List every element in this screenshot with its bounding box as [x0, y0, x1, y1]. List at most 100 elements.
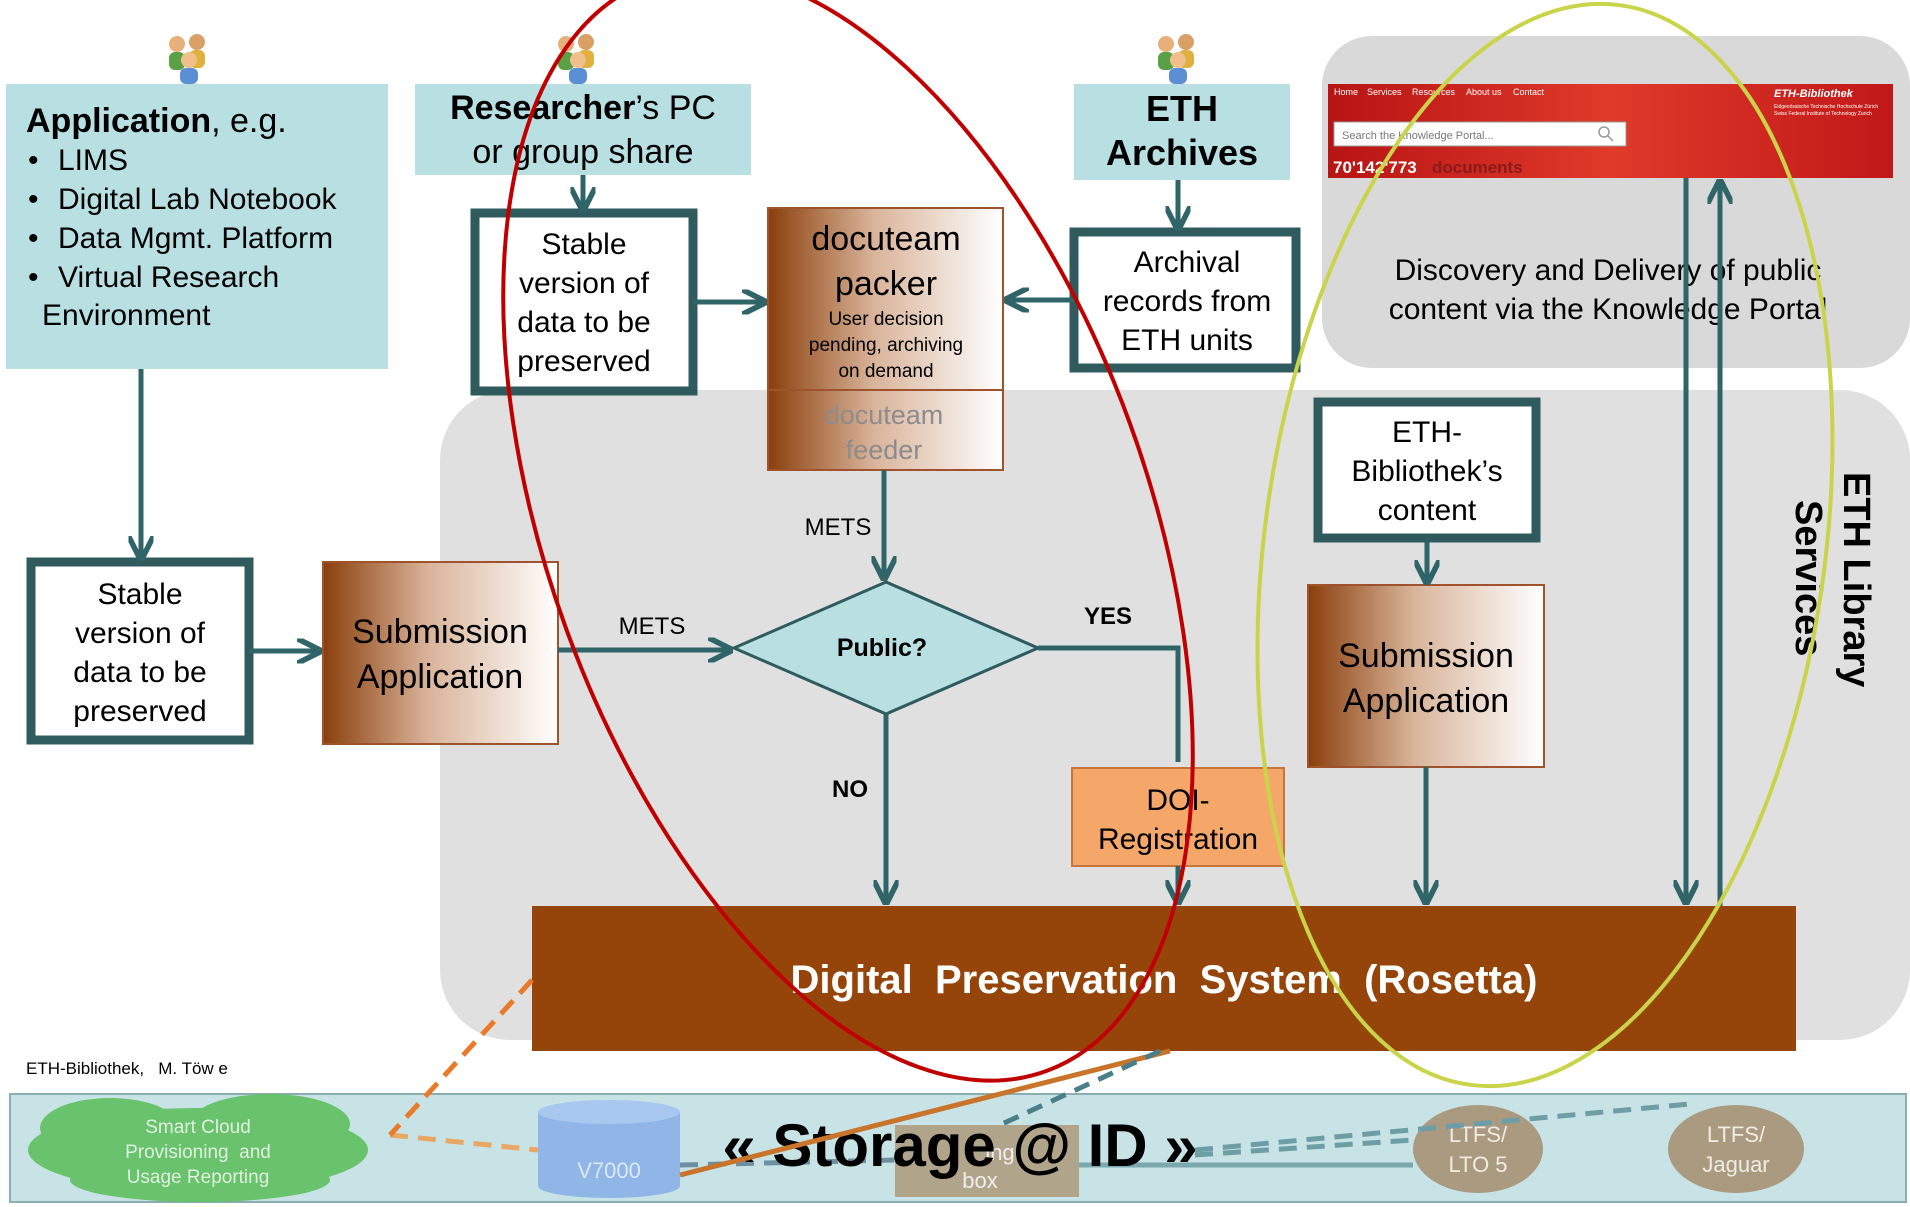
svg-text:data to be: data to be	[517, 306, 650, 339]
yes-label: YES	[1084, 603, 1132, 630]
submission-application-right: Submission Application	[1307, 584, 1545, 768]
svg-text:Archival: Archival	[1134, 246, 1241, 279]
application-box: Application, e.g. •LIMS •Digital Lab Not…	[6, 84, 388, 369]
svg-text:DOI-: DOI-	[1146, 784, 1209, 817]
svg-text:User decision: User decision	[828, 309, 943, 330]
docuteam-packer-box: docuteam packer User decision pending, a…	[767, 207, 1004, 471]
svg-text:Stable: Stable	[97, 578, 182, 611]
storage-strip: Smart Cloud Provisioning and Usage Repor…	[9, 1093, 1907, 1203]
doi-registration-box: DOI- Registration	[1071, 767, 1285, 867]
svg-text:ETH-Bibliothek: ETH-Bibliothek	[1774, 88, 1854, 100]
digital-preservation-system: Digital Preservation System (Rosetta)	[532, 906, 1796, 1051]
svg-text:Provisioning and: Provisioning and	[125, 1142, 271, 1163]
jaguar-icon: LTFS/ Jaguar	[1668, 1105, 1804, 1193]
svg-text:Data Mgmt. Platform: Data Mgmt. Platform	[58, 222, 333, 255]
svg-text:records from: records from	[1103, 285, 1271, 318]
svg-text:•: •	[28, 261, 39, 294]
flow-arrows	[141, 175, 1720, 906]
stable-version-left-box: Stable version of data to be preserved	[26, 557, 254, 745]
yellow-highlight-ellipse	[1255, 1, 1835, 1089]
svg-text:Public?: Public?	[837, 634, 927, 662]
svg-text:docuteam: docuteam	[811, 220, 960, 258]
services-panel	[440, 390, 1910, 1040]
eth-archives-box: ETH Archives	[1074, 84, 1290, 180]
svg-text:•: •	[28, 183, 39, 216]
svg-text:box: box	[962, 1168, 997, 1193]
svg-text:LTO 5: LTO 5	[1448, 1152, 1507, 1177]
svg-text:Virtual Research: Virtual Research	[58, 261, 279, 294]
staging-box-icon: ing box	[895, 1125, 1079, 1197]
svg-text:Resources: Resources	[1412, 87, 1456, 97]
svg-text:pending, archiving: pending, archiving	[809, 335, 963, 356]
red-highlight-ellipse	[501, 0, 1195, 1083]
svg-text:data to be: data to be	[73, 656, 206, 689]
dps-to-storage-link	[679, 1048, 1171, 1178]
svg-text:Swiss Federal Institute of Tec: Swiss Federal Institute of Technology Zu…	[1774, 111, 1872, 117]
svg-text:Researcher’s PC: Researcher’s PC	[450, 89, 716, 127]
svg-text:ETH units: ETH units	[1121, 324, 1253, 357]
svg-text:Application: Application	[357, 658, 523, 696]
researcher-box: Researcher’s PC or group share	[415, 84, 751, 175]
archival-records-box: Archival records from ETH units	[1069, 227, 1301, 373]
svg-text:content: content	[1378, 494, 1477, 527]
svg-text:Stable: Stable	[541, 228, 626, 261]
knowledge-portal-banner: Home Services Resources About us Contact…	[1328, 84, 1893, 178]
svg-text:70'142'773: 70'142'773	[1333, 158, 1417, 177]
mets-label-top: METS	[805, 514, 872, 541]
svg-text:Digital Lab Notebook: Digital Lab Notebook	[58, 183, 338, 216]
users-icon	[558, 34, 594, 84]
users-icon	[1158, 34, 1194, 84]
svg-text:•: •	[28, 222, 39, 255]
footer-credit: ETH-Bibliothek, M. Töw e	[26, 1059, 228, 1078]
svg-text:ing: ing	[985, 1140, 1014, 1165]
svg-text:Home: Home	[1334, 87, 1358, 97]
library-content-box: ETH- Bibliothek’s content	[1313, 397, 1541, 543]
svg-text:Digital Preservation System: Digital Preservation System (Rosetta)	[791, 958, 1538, 1002]
svg-text:preserved: preserved	[73, 695, 206, 728]
mets-label-left: METS	[619, 613, 686, 640]
svg-text:Bibliothek’s: Bibliothek’s	[1351, 455, 1502, 488]
svg-text:feeder: feeder	[846, 435, 923, 465]
svg-text:Application, e.g.: Application, e.g.	[26, 102, 287, 140]
users-icon	[169, 34, 205, 84]
dps-to-staging-link	[998, 1048, 1162, 1128]
discovery-text-line1: Discovery and Delivery of public	[1395, 254, 1822, 287]
svg-text:•: •	[28, 144, 39, 177]
svg-text:Application: Application	[1343, 682, 1509, 720]
svg-text:docuteam: docuteam	[825, 400, 944, 430]
svg-text:About us: About us	[1466, 87, 1502, 97]
services-label: ETH Library	[1835, 472, 1877, 687]
portal-search-input: Search the Knowledge Portal...	[1342, 130, 1494, 142]
dps-to-cloud-link	[388, 978, 534, 1137]
lto5-icon: LTFS/ LTO 5	[1413, 1105, 1543, 1193]
svg-text:packer: packer	[835, 265, 937, 303]
svg-text:Environment: Environment	[42, 299, 211, 332]
no-label: NO	[832, 776, 868, 803]
svg-text:preserved: preserved	[517, 345, 650, 378]
svg-text:ETH-: ETH-	[1392, 416, 1462, 449]
svg-text:Jaguar: Jaguar	[1702, 1152, 1769, 1177]
public-decision-diamond: Public?	[730, 580, 1042, 716]
submission-application-left: Submission Application	[322, 561, 559, 745]
svg-text:Archives: Archives	[1106, 132, 1258, 173]
svg-text:documents: documents	[1432, 158, 1523, 177]
svg-text:on demand: on demand	[838, 361, 933, 382]
svg-text:Eidgenössische Technische Hoch: Eidgenössische Technische Hochschule Zür…	[1774, 104, 1878, 110]
svg-text:Registration: Registration	[1098, 823, 1258, 856]
svg-text:Smart Cloud: Smart Cloud	[145, 1117, 251, 1138]
svg-text:Services: Services	[1367, 87, 1402, 97]
svg-text:version of: version of	[75, 617, 206, 650]
svg-text:Submission: Submission	[1338, 637, 1514, 675]
v7000-disk-icon: V7000	[538, 1100, 680, 1198]
svg-text:or group share: or group share	[472, 133, 693, 171]
cloud-icon	[28, 1094, 368, 1202]
svg-text:version of: version of	[519, 267, 650, 300]
svg-text:LTFS/: LTFS/	[1707, 1122, 1766, 1147]
discovery-text-line2: content via the Knowledge Portal	[1389, 293, 1828, 326]
svg-text:V7000: V7000	[577, 1158, 641, 1183]
stable-version-top-box: Stable version of data to be preserved	[470, 208, 698, 396]
svg-text:Submission: Submission	[352, 613, 528, 651]
search-icon	[1598, 126, 1614, 142]
svg-text:Contact: Contact	[1513, 87, 1545, 97]
